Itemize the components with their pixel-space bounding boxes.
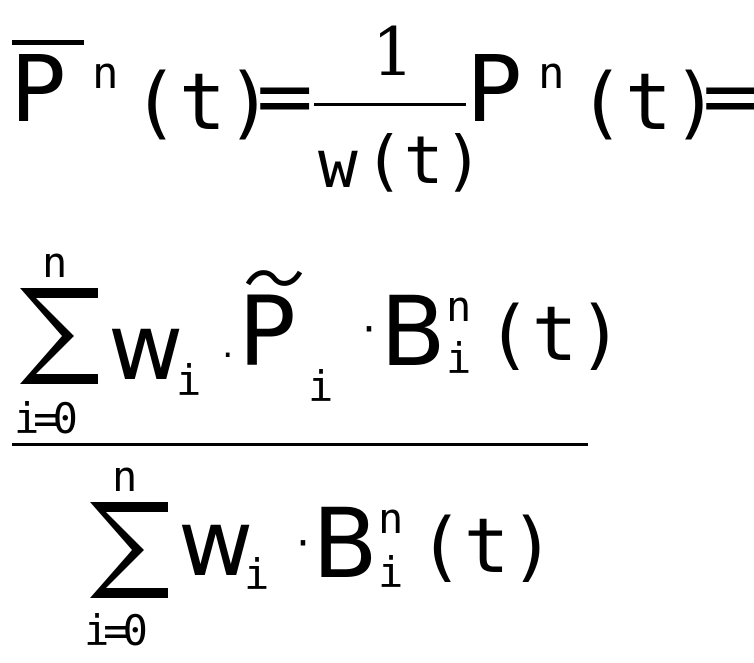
equals-sign-2: =: [698, 52, 754, 142]
numerator-weight-subscript: i: [176, 356, 202, 405]
denominator-bernstein-argument: (t): [418, 501, 556, 590]
control-point-p-tilde: P: [238, 276, 296, 388]
numerator-bernstein-b: B: [380, 276, 446, 388]
symbol-p-bar: P: [10, 36, 66, 143]
control-point-subscript: i: [308, 362, 334, 411]
denominator-bernstein-superscript: n: [378, 494, 404, 543]
numerator-sum-upper-limit: n: [42, 238, 68, 287]
denominator-weight-w: w: [178, 490, 254, 597]
denominator-sigma-icon: [90, 502, 168, 598]
numerator-sigma-icon: [20, 288, 98, 384]
numerator-bernstein-subscript: i: [446, 334, 472, 383]
numerator-dot-1: ·: [222, 335, 234, 376]
denominator-sum-lower-limit: i=0: [84, 606, 148, 655]
argument-t-2: (t): [578, 58, 719, 148]
symbol-p: P: [466, 36, 522, 143]
superscript-n: n: [92, 48, 119, 99]
tilde-icon: [245, 270, 303, 286]
numerator-bernstein-superscript: n: [446, 282, 472, 331]
denominator-sum-upper-limit: n: [112, 452, 138, 501]
fraction-denominator-t: (t): [364, 122, 484, 199]
small-fraction-bar: [314, 103, 466, 106]
superscript-n-2: n: [538, 48, 565, 99]
overbar: [12, 40, 84, 45]
numerator-weight-w: w: [108, 294, 184, 401]
argument-t: (t): [132, 58, 273, 148]
denominator-bernstein-subscript: i: [378, 548, 404, 597]
numerator-dot-2: ·: [362, 304, 376, 355]
numerator-bernstein-argument: (t): [486, 289, 624, 378]
fraction-numerator-one: 1: [372, 14, 414, 91]
denominator-dot: ·: [296, 518, 310, 569]
fraction-denominator-w: w: [318, 126, 358, 203]
equals-sign: =: [252, 52, 318, 142]
denominator-weight-subscript: i: [244, 550, 270, 599]
denominator-bernstein-b: B: [312, 488, 378, 600]
main-fraction-bar: [12, 443, 588, 446]
numerator-sum-lower-limit: i=0: [14, 394, 78, 443]
